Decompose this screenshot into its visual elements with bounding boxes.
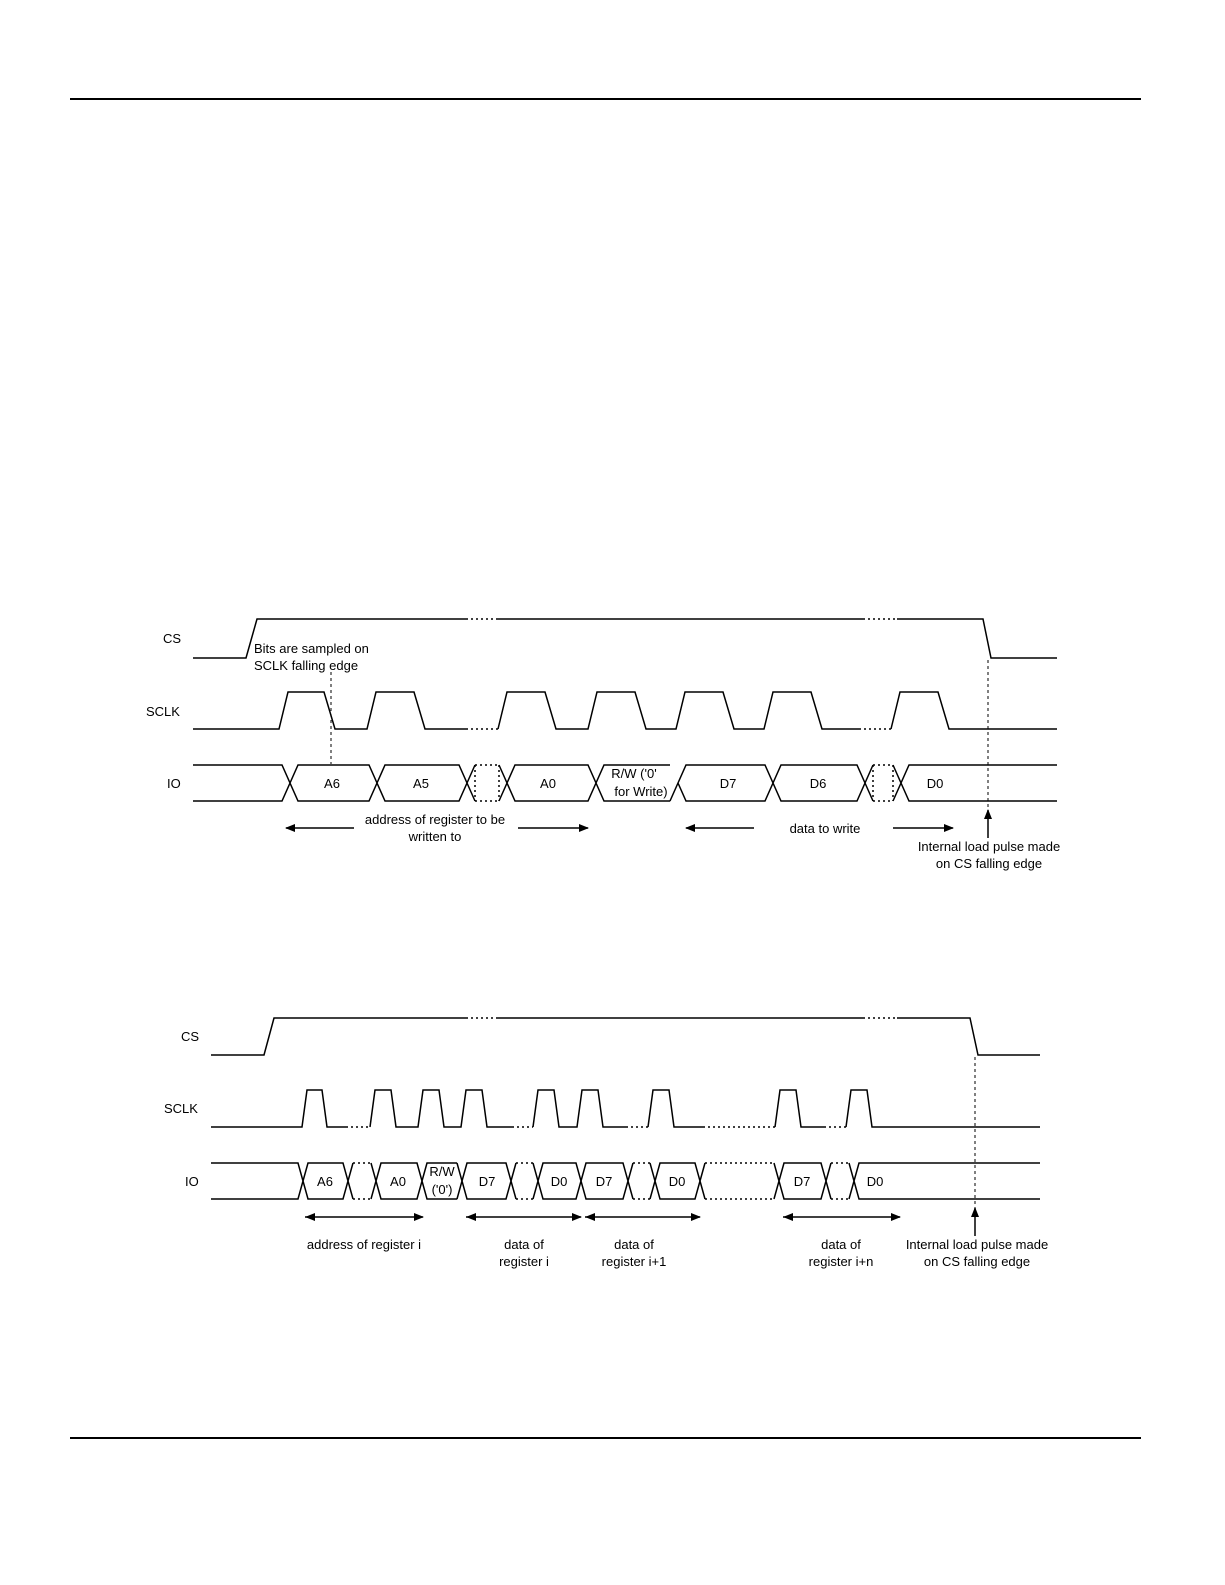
sclk-waveform-2 (211, 1089, 1040, 1128)
sclk-signal-label-2: SCLK (164, 1101, 198, 1116)
data-reg-i-line2: register i (499, 1254, 549, 1269)
sclk-signal-label: SCLK (146, 704, 180, 719)
rw-label-2-line1: R/W (429, 1164, 455, 1179)
bit-d7-reg-i: D7 (479, 1174, 496, 1189)
load-pulse-line1: Internal load pulse made (918, 839, 1060, 854)
sample-note-line1: Bits are sampled on (254, 641, 369, 656)
data-reg-i-line1: data of (504, 1237, 544, 1252)
bit-d0-reg-in: D0 (867, 1174, 884, 1189)
bit-a5: A5 (413, 776, 429, 791)
data-reg-i1-line2: register i+1 (602, 1254, 667, 1269)
sample-note-line2: SCLK falling edge (254, 658, 358, 673)
rw-label-line1: R/W ('0' (611, 766, 656, 781)
rw-label-2-line2: ('0') (432, 1182, 453, 1197)
bit-d7-reg-in: D7 (794, 1174, 811, 1189)
rw-label-line2: for Write) (614, 784, 667, 799)
bit-d6: D6 (810, 776, 827, 791)
bit-a6-2: A6 (317, 1174, 333, 1189)
load-pulse-2-line2: on CS falling edge (924, 1254, 1030, 1269)
cs-waveform (193, 618, 1057, 659)
io-signal-label: IO (167, 776, 181, 791)
bit-a0-2: A0 (390, 1174, 406, 1189)
io-signal-label-2: IO (185, 1174, 199, 1189)
bit-d7: D7 (720, 776, 737, 791)
data-reg-i1-line1: data of (614, 1237, 654, 1252)
bit-d0-reg-i: D0 (551, 1174, 568, 1189)
bit-d0: D0 (927, 776, 944, 791)
load-pulse-2-line1: Internal load pulse made (906, 1237, 1048, 1252)
bit-d7-reg-i1: D7 (596, 1174, 613, 1189)
sclk-waveform (193, 691, 1057, 730)
load-pulse-line2: on CS falling edge (936, 856, 1042, 871)
bit-a0: A0 (540, 776, 556, 791)
cs-signal-label: CS (163, 631, 181, 646)
data-label: data to write (790, 821, 861, 836)
cs-signal-label-2: CS (181, 1029, 199, 1044)
bottom-rule (70, 1437, 1141, 1439)
bit-a6: A6 (324, 776, 340, 791)
multiple-write-diagram: CS SCLK IO A6 A0 R/W ('0') D7 D0 D7 D0 D… (164, 1017, 1048, 1269)
address-register-i-label: address of register i (307, 1237, 421, 1252)
bit-d0-reg-i1: D0 (669, 1174, 686, 1189)
top-rule (70, 98, 1141, 100)
io-bus-2 (211, 1162, 1040, 1200)
io-bus (193, 764, 1057, 802)
data-reg-in-line1: data of (821, 1237, 861, 1252)
cs-waveform-2 (211, 1017, 1040, 1056)
address-label-line1: address of register to be (365, 812, 505, 827)
address-label-line2: written to (408, 829, 462, 844)
io-break (475, 764, 893, 802)
data-reg-in-line2: register i+n (809, 1254, 874, 1269)
single-write-diagram: CS SCLK IO A6 A5 A0 R/W ('0' for Write) … (146, 618, 1060, 871)
